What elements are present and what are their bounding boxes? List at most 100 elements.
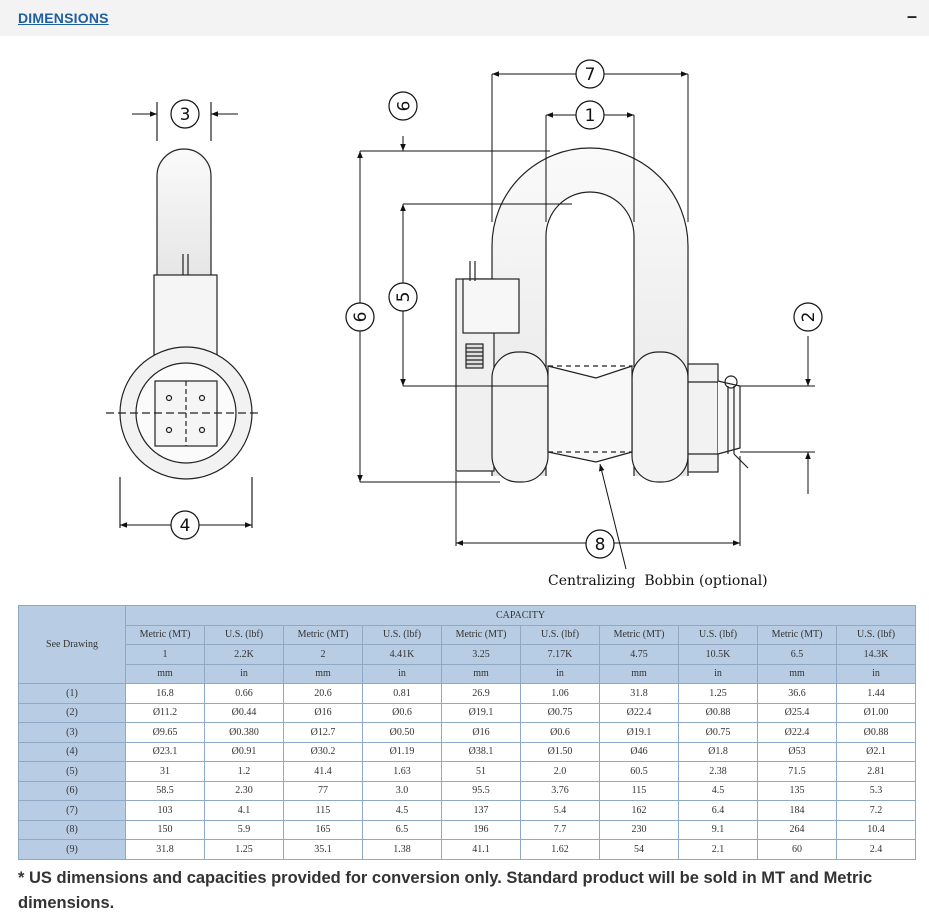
table-cell: Ø38.1: [441, 741, 521, 762]
table-cell: 4.1: [204, 800, 284, 821]
table-cell: Ø0.75: [520, 702, 600, 723]
table-header-cell: 14.3K: [835, 644, 917, 665]
svg-text:4: 4: [180, 516, 191, 536]
table-cell: 2.81: [835, 761, 917, 782]
table-cell: Ø46: [599, 741, 679, 762]
table-header-cell: 10.5K: [678, 644, 758, 665]
table-cell: 230: [599, 819, 679, 840]
dimensions-title-link[interactable]: DIMENSIONS: [18, 10, 109, 26]
conversion-note: * US dimensions and capacities provided …: [18, 869, 873, 912]
section-header: DIMENSIONS –: [0, 0, 929, 36]
table-cell: 1.44: [835, 683, 917, 704]
table-cell: 60: [757, 839, 837, 860]
table-row-label: (2): [18, 702, 126, 723]
table-header-cell: Metric (MT): [441, 624, 521, 645]
svg-text:9: 9: [392, 101, 412, 112]
table-units-label-row: Metric (MT)U.S. (lbf)Metric (MT)U.S. (lb…: [19, 624, 917, 645]
table-header-cell: U.S. (lbf): [678, 624, 758, 645]
table-cell: 41.1: [441, 839, 521, 860]
table-cell: 20.6: [283, 683, 363, 704]
table-cell: 4.5: [362, 800, 442, 821]
table-cell: 60.5: [599, 761, 679, 782]
table-cell: Ø16: [283, 702, 363, 723]
table-cell: 115: [283, 800, 363, 821]
table-cell: 31.8: [125, 839, 205, 860]
table-cell: Ø0.6: [520, 722, 600, 743]
table-row-label: (5): [18, 761, 126, 782]
capacity-header: CAPACITY: [124, 605, 917, 626]
table-header-cell: in: [678, 663, 758, 684]
table-cell: 0.66: [204, 683, 284, 704]
table-header-cell: mm: [283, 663, 363, 684]
table-cell: 1.62: [520, 839, 600, 860]
table-cell: 16.8: [125, 683, 205, 704]
table-cell: 3.0: [362, 780, 442, 801]
table-cell: Ø0.50: [362, 722, 442, 743]
table-cell: 1.25: [204, 839, 284, 860]
table-cell: Ø0.75: [678, 722, 758, 743]
table-row-label: (6): [18, 780, 126, 801]
table-cell: Ø1.19: [362, 741, 442, 762]
table-row-label: (9): [18, 839, 126, 860]
table-cell: 264: [757, 819, 837, 840]
table-cell: Ø0.44: [204, 702, 284, 723]
table-header-cell: Metric (MT): [125, 624, 205, 645]
table-cell: 51: [441, 761, 521, 782]
table-header-cell: 3.25: [441, 644, 521, 665]
table-header-cell: 4.75: [599, 644, 679, 665]
table-header-cell: 7.17K: [520, 644, 600, 665]
table-cell: 196: [441, 819, 521, 840]
callout-7: 7: [575, 59, 605, 89]
table-cell: 7.2: [835, 800, 917, 821]
table-header-cell: in: [520, 663, 600, 684]
table-cell: Ø0.6: [362, 702, 442, 723]
table-cell: 2.0: [520, 761, 600, 782]
table-cell: 6.5: [362, 819, 442, 840]
table-cell: 31: [125, 761, 205, 782]
table-cell: 36.6: [757, 683, 837, 704]
table-cell: 5.3: [835, 780, 917, 801]
table-cell: Ø9.65: [125, 722, 205, 743]
table-header-cell: mm: [599, 663, 679, 684]
svg-text:3: 3: [180, 105, 191, 125]
table-cell: 95.5: [441, 780, 521, 801]
table-cell: 71.5: [757, 761, 837, 782]
table-cell: 1.2: [204, 761, 284, 782]
table-cell: 162: [599, 800, 679, 821]
table-header-cell: Metric (MT): [283, 624, 363, 645]
table-header-cell: mm: [757, 663, 837, 684]
table-cell: Ø53: [757, 741, 837, 762]
svg-text:2: 2: [799, 312, 819, 323]
table-cell: 115: [599, 780, 679, 801]
table-cell: Ø25.4: [757, 702, 837, 723]
shackle-drawing: 3 4 7 1 9 6 5 2: [106, 59, 823, 589]
table-cell: 26.9: [441, 683, 521, 704]
table-cell: 9.1: [678, 819, 758, 840]
table-row-label: (7): [18, 800, 126, 821]
table-cell: 5.4: [520, 800, 600, 821]
table-cell: Ø22.4: [757, 722, 837, 743]
table-cell: 5.9: [204, 819, 284, 840]
table-cell: 4.5: [678, 780, 758, 801]
table-cell: 184: [757, 800, 837, 821]
table-row-label: (3): [18, 722, 126, 743]
table-cell: 35.1: [283, 839, 363, 860]
see-drawing-header: See Drawing: [18, 605, 126, 684]
callout-9: 9: [388, 91, 418, 121]
table-cell: 0.81: [362, 683, 442, 704]
table-cell: Ø23.1: [125, 741, 205, 762]
callout-6: 6: [345, 302, 375, 332]
callout-5: 5: [388, 282, 418, 312]
table-cell: 3.76: [520, 780, 600, 801]
front-view: [455, 147, 749, 483]
table-cell: Ø2.1: [835, 741, 917, 762]
svg-text:7: 7: [585, 65, 596, 85]
svg-text:1: 1: [585, 106, 596, 126]
collapse-icon[interactable]: –: [906, 6, 917, 26]
